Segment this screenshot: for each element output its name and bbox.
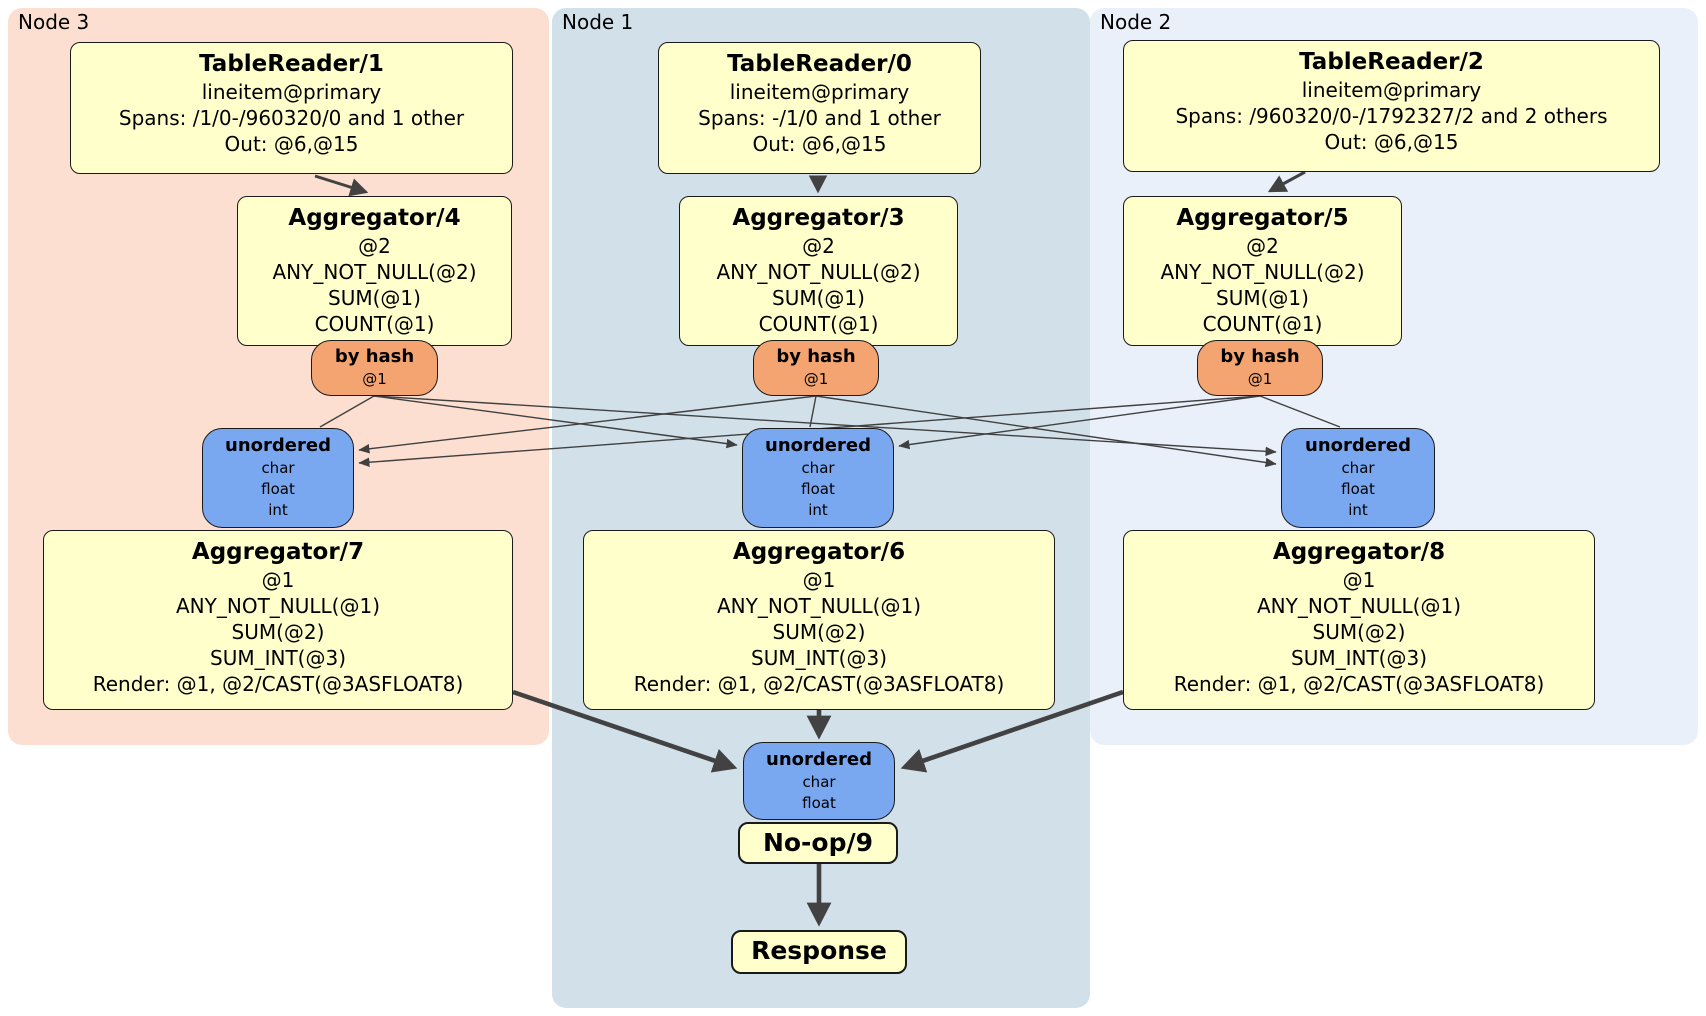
box-line: Render: @1, @2/CAST(@3ASFLOAT8)	[633, 672, 1005, 696]
sync-title: unordered	[766, 749, 872, 770]
sync-line: char	[1341, 459, 1375, 477]
box-line: ANY_NOT_NULL(@1)	[717, 594, 921, 618]
final-merge-arrows	[512, 689, 1124, 927]
box-line: COUNT(@1)	[758, 312, 879, 336]
box-title: TableReader/1	[199, 51, 384, 77]
router-title: by hash	[334, 346, 415, 367]
box-line: ANY_NOT_NULL(@2)	[272, 260, 477, 284]
box-line: @1	[802, 568, 836, 592]
box-line: @2	[1246, 234, 1279, 258]
box-line: SUM(@1)	[772, 286, 865, 310]
box-line: COUNT(@1)	[1202, 312, 1323, 336]
box-title: TableReader/0	[727, 51, 912, 77]
box-title: Aggregator/4	[288, 205, 461, 231]
box-line: SUM(@2)	[231, 620, 325, 644]
aggregator-4-box: Aggregator/4 @2 ANY_NOT_NULL(@2) SUM(@1)…	[237, 196, 512, 346]
sync-line: int	[268, 501, 288, 519]
noop-9-box: No-op/9	[738, 822, 898, 864]
box-line: SUM_INT(@3)	[210, 646, 346, 670]
region-label-node1: Node 1	[562, 10, 634, 34]
box-title: TableReader/2	[1299, 49, 1484, 75]
aggregator-8-box: Aggregator/8 @1 ANY_NOT_NULL(@1) SUM(@2)…	[1123, 530, 1595, 710]
sync-title: unordered	[1305, 435, 1411, 456]
sync-line: float	[801, 480, 835, 498]
box-title: Aggregator/7	[191, 539, 365, 565]
sync-title: unordered	[225, 435, 331, 456]
box-line: SUM(@1)	[328, 286, 421, 310]
box-title: Aggregator/3	[732, 205, 905, 231]
hash-router-node1: by hash @1	[753, 340, 879, 396]
box-line: lineitem@primary	[729, 80, 910, 104]
unordered-sync-node1: unordered char float int	[742, 428, 894, 528]
sync-line: int	[1348, 501, 1368, 519]
region-label-node2: Node 2	[1100, 10, 1172, 34]
tablereader-0-box: TableReader/0 lineitem@primary Spans: -/…	[658, 42, 981, 174]
box-line: Out: @6,@15	[224, 132, 359, 156]
box-line: SUM_INT(@3)	[1291, 646, 1427, 670]
box-title: Aggregator/5	[1176, 205, 1349, 231]
box-line: Spans: /1/0-/960320/0 and 1 other	[118, 106, 465, 130]
box-line: COUNT(@1)	[314, 312, 435, 336]
response-box: Response	[731, 930, 907, 974]
box-title: Response	[751, 936, 887, 965]
box-title: Aggregator/8	[1272, 539, 1446, 565]
box-line: Out: @6,@15	[752, 132, 887, 156]
aggregator-7-box: Aggregator/7 @1 ANY_NOT_NULL(@1) SUM(@2)…	[43, 530, 513, 710]
box-line: Out: @6,@15	[1324, 130, 1459, 154]
tablereader-to-aggregator-arrows	[314, 170, 1306, 197]
box-line: ANY_NOT_NULL(@2)	[1160, 260, 1365, 284]
region-label-node3: Node 3	[18, 10, 90, 34]
unordered-sync-final: unordered char float	[743, 742, 895, 820]
box-line: Render: @1, @2/CAST(@3ASFLOAT8)	[92, 672, 464, 696]
sync-line: float	[1341, 480, 1375, 498]
sync-line: int	[808, 501, 828, 519]
unordered-sync-node3: unordered char float int	[202, 428, 354, 528]
box-line: SUM(@2)	[1312, 620, 1406, 644]
router-title: by hash	[776, 346, 856, 367]
box-line: @1	[1342, 568, 1376, 592]
box-line: lineitem@primary	[1301, 78, 1482, 102]
box-line: SUM(@1)	[1216, 286, 1309, 310]
box-line: lineitem@primary	[201, 80, 382, 104]
box-line: @1	[261, 568, 295, 592]
aggregator-3-box: Aggregator/3 @2 ANY_NOT_NULL(@2) SUM(@1)…	[679, 196, 958, 346]
aggregator-6-box: Aggregator/6 @1 ANY_NOT_NULL(@1) SUM(@2)…	[583, 530, 1055, 710]
box-line: Spans: -/1/0 and 1 other	[698, 106, 941, 130]
box-line: @2	[802, 234, 835, 258]
box-line: Spans: /960320/0-/1792327/2 and 2 others	[1175, 104, 1608, 128]
box-line: ANY_NOT_NULL(@1)	[176, 594, 380, 618]
sync-line: char	[801, 459, 835, 477]
sync-line: float	[802, 794, 836, 812]
box-title: Aggregator/6	[732, 539, 906, 565]
sync-line: float	[261, 480, 295, 498]
box-line: SUM(@2)	[772, 620, 866, 644]
tablereader-1-box: TableReader/1 lineitem@primary Spans: /1…	[70, 42, 513, 174]
router-line: @1	[362, 370, 387, 388]
sync-title: unordered	[765, 435, 871, 456]
hash-router-node2: by hash @1	[1197, 340, 1323, 396]
sync-line: char	[802, 773, 836, 791]
box-line: SUM_INT(@3)	[751, 646, 887, 670]
router-title: by hash	[1220, 346, 1300, 367]
unordered-sync-node2: unordered char float int	[1281, 428, 1435, 528]
box-line: @2	[358, 234, 391, 258]
sync-line: char	[261, 459, 295, 477]
router-line: @1	[803, 370, 829, 388]
hash-router-node3: by hash @1	[311, 340, 438, 396]
box-title: No-op/9	[762, 828, 874, 857]
box-line: ANY_NOT_NULL(@1)	[1257, 594, 1461, 618]
aggregator-5-box: Aggregator/5 @2 ANY_NOT_NULL(@2) SUM(@1)…	[1123, 196, 1402, 346]
router-line: @1	[1247, 370, 1273, 388]
tablereader-2-box: TableReader/2 lineitem@primary Spans: /9…	[1123, 40, 1660, 172]
box-line: Render: @1, @2/CAST(@3ASFLOAT8)	[1173, 672, 1545, 696]
box-line: ANY_NOT_NULL(@2)	[716, 260, 921, 284]
